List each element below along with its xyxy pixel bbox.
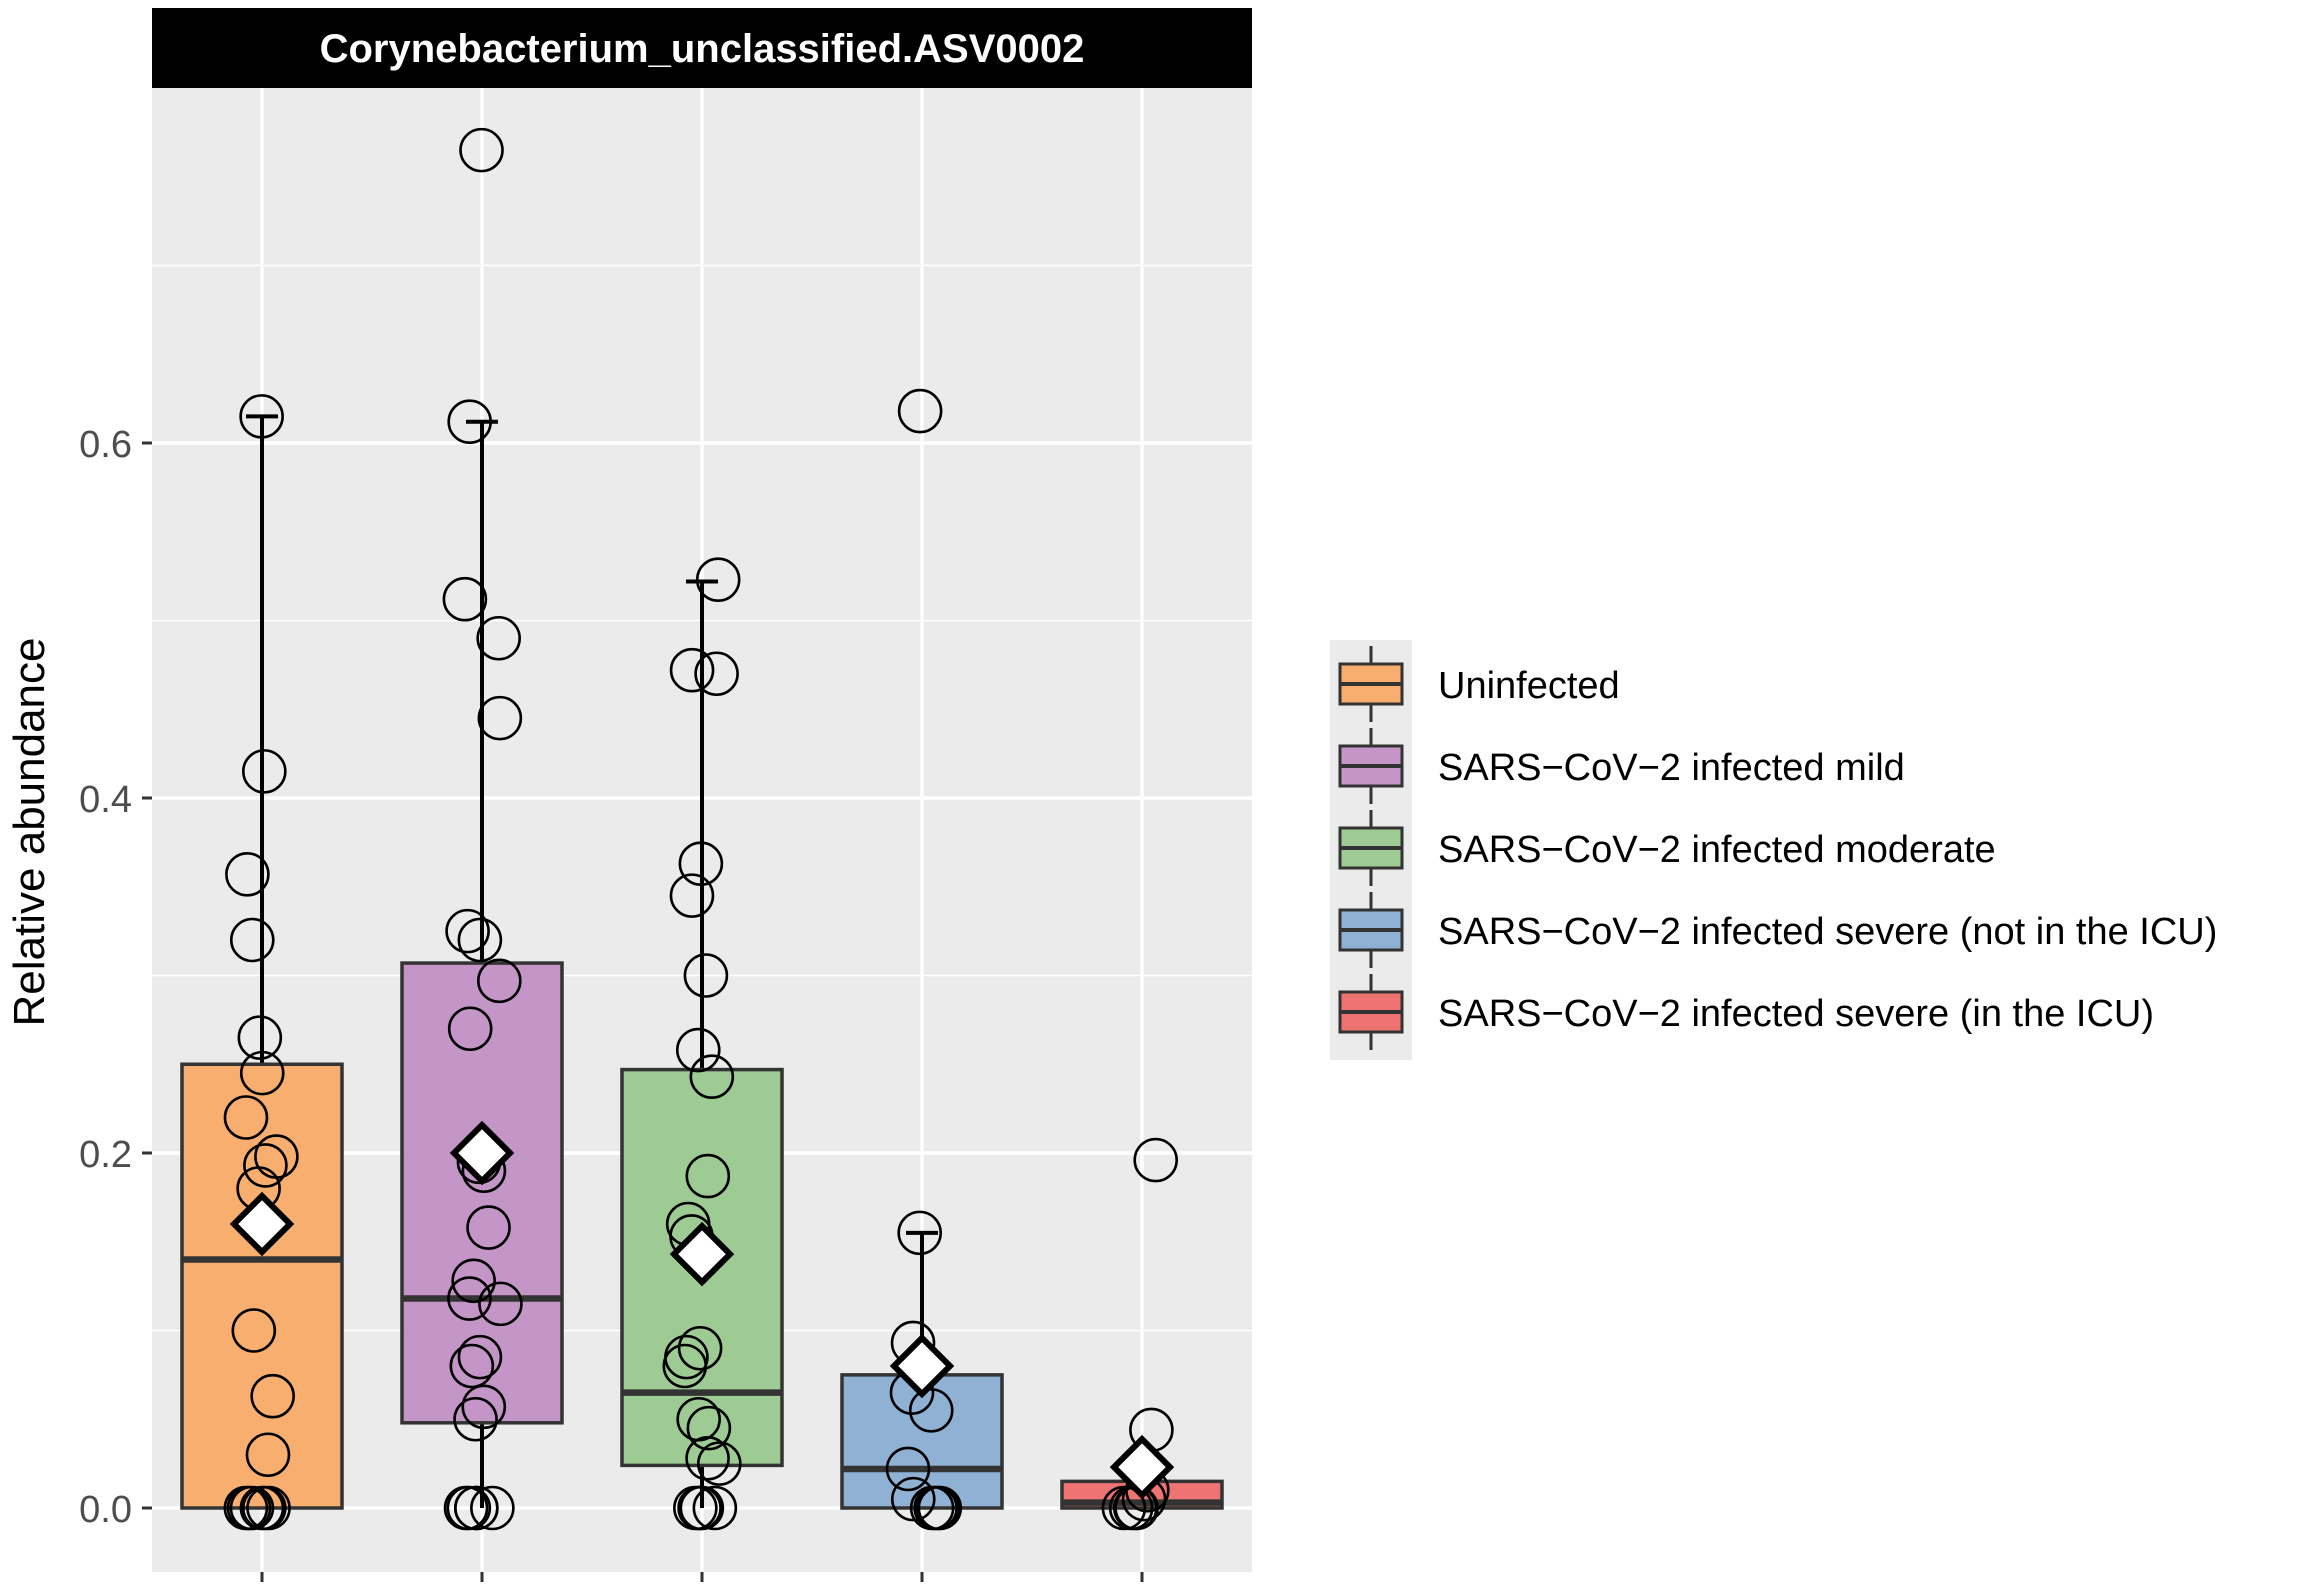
data-point xyxy=(443,1485,489,1531)
data-point xyxy=(453,1396,498,1442)
legend-key-3 xyxy=(1338,810,1404,886)
legend-label-4: SARS−CoV−2 infected severe (not in the I… xyxy=(1438,911,2217,953)
data-point xyxy=(229,917,275,963)
data-point xyxy=(466,1205,511,1250)
data-point xyxy=(677,1485,722,1531)
data-point xyxy=(478,1281,523,1327)
data-point xyxy=(454,1485,499,1531)
legend-key-5 xyxy=(1338,974,1404,1050)
facet-strip xyxy=(152,8,1252,88)
data-point xyxy=(445,908,490,954)
data-point xyxy=(885,1446,931,1492)
data-point xyxy=(477,695,523,741)
data-point xyxy=(908,1388,954,1433)
legend-label-1: Uninfected xyxy=(1438,665,1620,707)
data-point xyxy=(696,1441,742,1486)
data-point xyxy=(237,1015,283,1060)
data-point xyxy=(662,1343,708,1389)
facet-strip-label: Corynebacterium_unclassified.ASV0002 xyxy=(320,27,1085,71)
box-layer xyxy=(180,414,1224,1510)
data-point xyxy=(449,1343,495,1389)
data-point xyxy=(477,958,522,1004)
data-point xyxy=(694,651,739,697)
legend-label-2: SARS−CoV−2 infected mild xyxy=(1438,747,1905,789)
data-point xyxy=(695,557,741,602)
box-1 xyxy=(180,414,344,1510)
data-point xyxy=(669,873,715,918)
data-point xyxy=(451,1258,496,1304)
data-point xyxy=(225,852,270,897)
data-point xyxy=(241,1485,287,1531)
data-point xyxy=(476,615,521,661)
data-point xyxy=(685,1436,730,1481)
data-point xyxy=(442,576,488,622)
legend-key-2 xyxy=(1338,728,1404,804)
legend-label-5: SARS−CoV−2 infected severe (in the ICU) xyxy=(1438,993,2154,1035)
data-point xyxy=(470,1485,515,1531)
data-point xyxy=(689,1054,735,1099)
data-point xyxy=(223,1095,269,1140)
mean-marker xyxy=(1109,1434,1175,1500)
data-point xyxy=(675,1027,721,1073)
y-tick-label: 0.2 xyxy=(79,1134,132,1176)
data-point xyxy=(243,1143,288,1188)
legend-label-3: SARS−CoV−2 infected moderate xyxy=(1438,829,1996,871)
data-point xyxy=(457,1334,503,1380)
data-point xyxy=(692,1485,738,1531)
data-point xyxy=(669,647,715,693)
data-point xyxy=(245,1432,291,1478)
data-point xyxy=(459,127,504,173)
mean-marker xyxy=(449,1120,515,1186)
data-point xyxy=(239,1050,285,1096)
data-point xyxy=(915,1485,961,1531)
data-point xyxy=(242,749,287,794)
data-point xyxy=(447,399,492,445)
data-point xyxy=(685,1153,731,1199)
y-tick-label: 0.4 xyxy=(79,779,132,821)
data-point xyxy=(897,388,943,434)
data-point xyxy=(1133,1137,1178,1183)
data-point xyxy=(447,1006,493,1052)
y-axis-title: Relative abundance xyxy=(5,638,54,1027)
data-point xyxy=(678,841,724,886)
data-point xyxy=(683,953,729,998)
mean-marker xyxy=(889,1333,955,1399)
mean-marker xyxy=(669,1221,735,1287)
data-point xyxy=(461,1384,507,1430)
y-tick-label: 0.0 xyxy=(79,1489,132,1531)
data-point xyxy=(231,1308,277,1353)
mean-marker xyxy=(229,1191,295,1257)
data-point xyxy=(897,1210,942,1256)
legend-key-1 xyxy=(1338,646,1404,722)
data-point xyxy=(686,1405,732,1451)
data-point xyxy=(677,1325,723,1371)
data-point xyxy=(447,1276,492,1321)
data-point xyxy=(226,1485,272,1531)
data-point xyxy=(457,917,503,963)
data-point xyxy=(890,1476,936,1522)
data-point xyxy=(239,394,284,439)
y-tick-label: 0.6 xyxy=(79,424,132,466)
data-point xyxy=(250,1373,295,1419)
mean-layer xyxy=(229,1120,1175,1500)
axes: 0.0 0.2 0.4 0.6 xyxy=(79,424,1144,1582)
legend-key-4 xyxy=(1338,892,1404,968)
